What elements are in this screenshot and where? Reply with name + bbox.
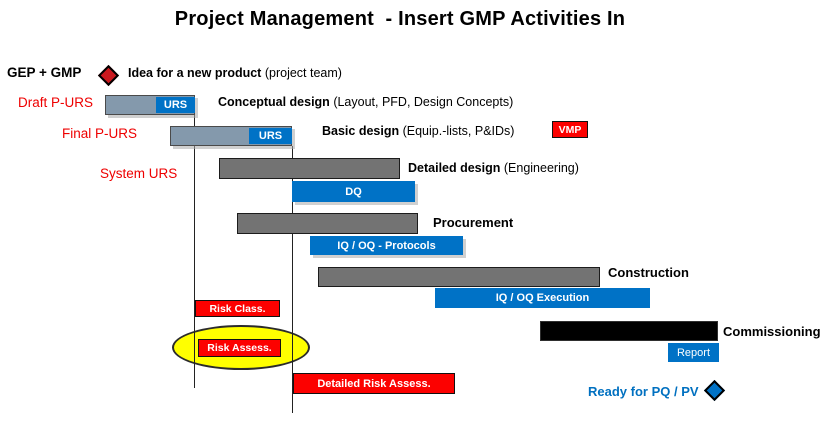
gep-gmp-label: GEP + GMP: [7, 65, 82, 80]
final-purs-label: Final P-URS: [62, 126, 138, 141]
basic-design-bold: Basic design: [322, 124, 400, 138]
detailed-design-bar: [219, 158, 400, 179]
detailed-design-note: (Engineering): [503, 161, 579, 175]
vmp-box: VMP: [552, 121, 588, 138]
dq-bar: DQ: [292, 181, 415, 202]
iq-oq-execution-bar: IQ / OQ Execution: [435, 288, 650, 308]
idea-milestone-diamond-icon: [97, 64, 120, 87]
urs-box-1: URS: [156, 97, 195, 113]
procurement-bar: [237, 213, 418, 234]
detailed-design-bold: Detailed design: [408, 161, 501, 175]
urs-box-2: URS: [249, 128, 292, 144]
detailed-design-annotation: Detailed design (Engineering): [408, 161, 579, 175]
report-box: Report: [668, 343, 719, 362]
basic-design-note: (Equip.-lists, P&IDs): [402, 124, 515, 138]
idea-annotation-note: (project team): [264, 66, 342, 80]
idea-annotation-bold: Idea for a new product: [128, 66, 262, 80]
commissioning-bar: [540, 321, 718, 341]
commissioning-label: Commissioning: [723, 324, 821, 339]
draft-purs-label: Draft P-URS: [18, 95, 94, 110]
system-urs-label: System URS: [100, 166, 178, 181]
pq-pv-milestone-diamond-icon: [703, 379, 726, 402]
conceptual-design-note: (Layout, PFD, Design Concepts): [333, 95, 514, 109]
construction-bar: [318, 267, 600, 287]
highlight-ellipse: [172, 325, 310, 370]
iq-oq-protocols-bar: IQ / OQ - Protocols: [310, 236, 463, 255]
timeline-connector-line-left: [194, 115, 195, 388]
procurement-label: Procurement: [433, 215, 514, 230]
construction-label: Construction: [608, 265, 689, 280]
idea-annotation: Idea for a new product (project team): [128, 66, 342, 80]
timeline-connector-line-right: [292, 146, 293, 413]
basic-design-annotation: Basic design (Equip.-lists, P&IDs): [322, 124, 514, 138]
page-title: Project Management - Insert GMP Activiti…: [174, 8, 626, 30]
conceptual-design-annotation: Conceptual design (Layout, PFD, Design C…: [218, 95, 513, 109]
risk-assess-box: Risk Assess.: [198, 339, 281, 357]
conceptual-design-bold: Conceptual design: [218, 95, 330, 109]
detailed-risk-assess-box: Detailed Risk Assess.: [293, 373, 455, 394]
ready-pq-pv-label: Ready for PQ / PV: [588, 384, 699, 399]
risk-class-box: Risk Class.: [195, 300, 280, 317]
